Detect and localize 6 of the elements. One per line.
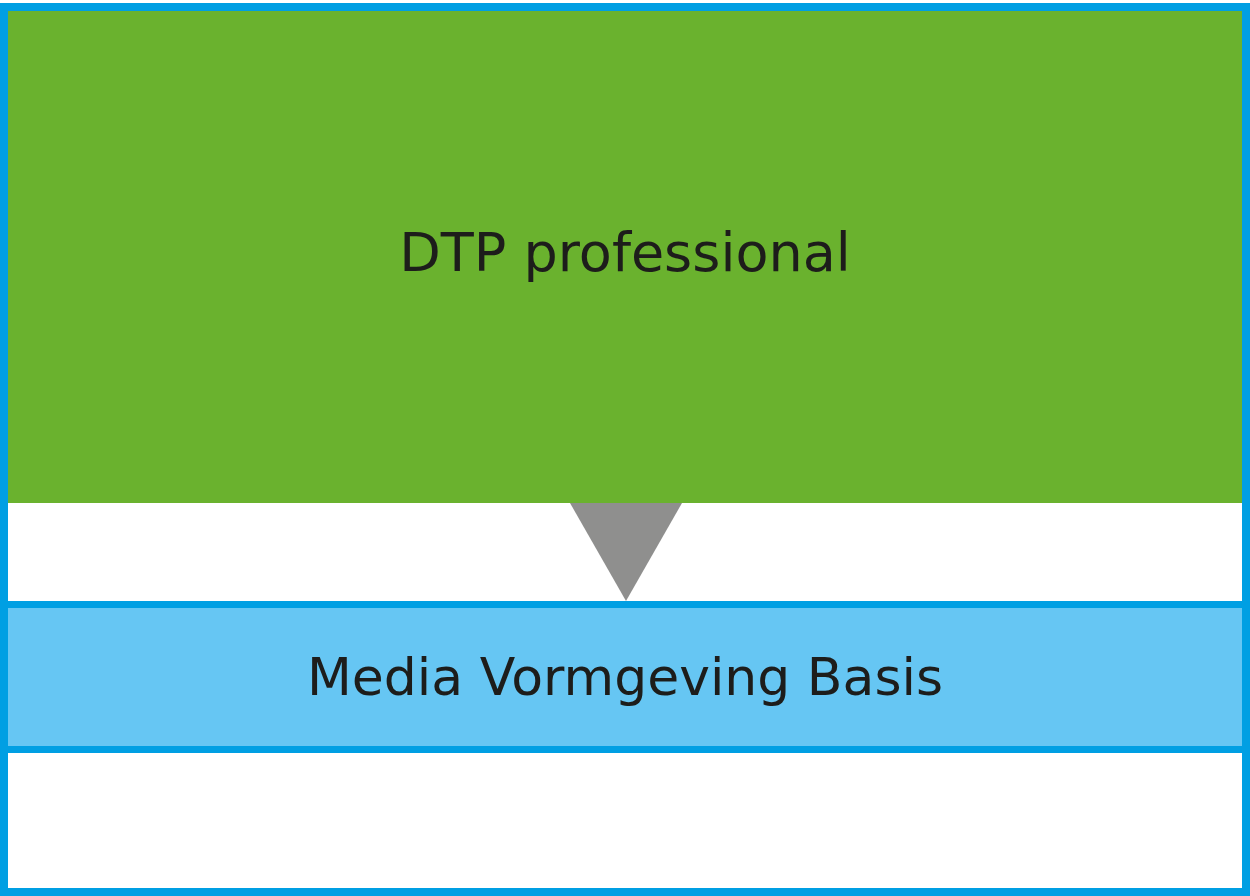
arrow: [570, 503, 682, 601]
frame-box: [0, 3, 1250, 896]
process-box: [8, 11, 1242, 503]
node-label: Media Vormgeving Basis: [306, 647, 944, 707]
node-label: DTP professional: [399, 220, 851, 284]
process-band: [8, 601, 1242, 753]
